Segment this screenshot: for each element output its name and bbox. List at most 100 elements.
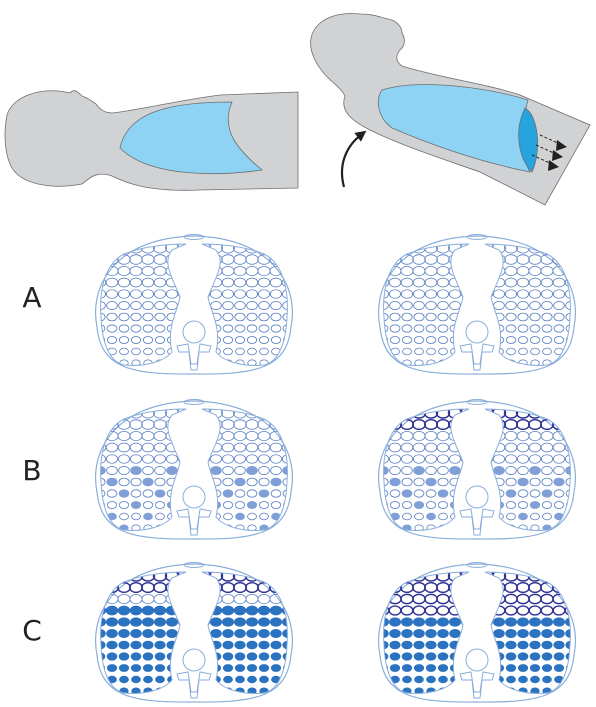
alveolus bbox=[209, 593, 223, 605]
alveolus bbox=[517, 501, 529, 509]
alveolus bbox=[281, 593, 288, 605]
vertebra-body bbox=[465, 320, 489, 344]
alveolus bbox=[129, 254, 143, 265]
alveolus bbox=[234, 301, 246, 310]
alveolus bbox=[118, 489, 130, 498]
alveolus bbox=[282, 301, 288, 310]
alveolus bbox=[516, 254, 530, 265]
alveolus bbox=[257, 409, 271, 419]
alveolus bbox=[245, 617, 258, 627]
alveolus bbox=[106, 336, 118, 344]
alveolus bbox=[100, 265, 107, 277]
alveolus bbox=[400, 442, 414, 453]
alveolus bbox=[245, 605, 259, 616]
alveolus bbox=[481, 477, 493, 487]
alveolus bbox=[259, 347, 269, 356]
alveolus bbox=[436, 244, 450, 254]
alveolus bbox=[528, 593, 542, 605]
alveolus bbox=[130, 289, 143, 299]
alveolus bbox=[413, 454, 426, 464]
left-lung-outline bbox=[100, 408, 187, 531]
alveolus bbox=[516, 617, 529, 627]
alveolus bbox=[234, 466, 246, 475]
alveolus bbox=[141, 254, 155, 265]
alveolus bbox=[105, 409, 119, 419]
alveolus bbox=[233, 605, 247, 616]
alveolus bbox=[130, 301, 142, 310]
alveoli bbox=[100, 244, 288, 366]
alveolus bbox=[389, 640, 401, 650]
alveolus bbox=[270, 664, 282, 672]
alveolus bbox=[210, 336, 222, 344]
alveolus bbox=[540, 442, 554, 453]
alveolus bbox=[245, 419, 259, 430]
alveolus bbox=[449, 312, 461, 322]
alveolus bbox=[504, 430, 518, 442]
alveolus bbox=[480, 442, 494, 453]
alveolus bbox=[269, 289, 282, 299]
alveolus bbox=[234, 629, 246, 638]
alveoli bbox=[383, 409, 571, 531]
alveolus bbox=[436, 277, 450, 288]
alveolus bbox=[246, 301, 258, 310]
sternum bbox=[466, 234, 488, 240]
alveolus bbox=[177, 605, 191, 616]
alveolus bbox=[247, 359, 257, 366]
alveolus bbox=[516, 418, 530, 431]
alveolus bbox=[436, 265, 450, 277]
alveolus bbox=[460, 430, 474, 442]
alveolus bbox=[234, 324, 246, 333]
alveolus bbox=[460, 254, 474, 265]
alveolus bbox=[235, 347, 245, 356]
alveolus bbox=[246, 640, 258, 650]
alveolus bbox=[413, 489, 425, 498]
alveolus bbox=[383, 489, 389, 498]
vertebra-body bbox=[182, 648, 206, 672]
alveolus bbox=[449, 629, 461, 638]
alveolus bbox=[117, 419, 131, 430]
alveolus bbox=[564, 418, 571, 431]
alveolus bbox=[198, 312, 210, 322]
alveolus bbox=[449, 664, 461, 672]
alveolus bbox=[234, 477, 246, 487]
alveolus bbox=[143, 675, 153, 684]
thorax-outline bbox=[95, 563, 293, 703]
alveolus bbox=[504, 593, 518, 605]
right-lung-outline bbox=[484, 243, 571, 366]
alveolus bbox=[234, 640, 246, 650]
alveolus bbox=[233, 454, 246, 464]
alveolus bbox=[563, 572, 571, 582]
alveolus bbox=[257, 419, 271, 430]
alveolus bbox=[542, 347, 552, 356]
alveolus bbox=[565, 629, 571, 638]
alveolus bbox=[529, 301, 541, 310]
alveolus bbox=[210, 289, 223, 299]
alveolus bbox=[142, 501, 154, 509]
alveolus bbox=[412, 265, 426, 277]
thorax-outline bbox=[378, 235, 576, 375]
vertebra-process bbox=[176, 508, 212, 536]
alveolus bbox=[383, 359, 388, 366]
alveolus bbox=[389, 652, 401, 661]
alveolus bbox=[152, 572, 168, 582]
alveolus bbox=[153, 409, 167, 419]
alveolus bbox=[198, 629, 210, 638]
alveolus bbox=[389, 501, 401, 509]
alveolus bbox=[389, 477, 401, 487]
alveolus bbox=[449, 336, 461, 344]
alveolus bbox=[280, 572, 288, 582]
alveolus bbox=[100, 477, 106, 487]
alveolus bbox=[100, 409, 107, 419]
thorax-outline bbox=[378, 400, 576, 540]
alveolus bbox=[153, 244, 167, 254]
vertebra-process bbox=[459, 508, 495, 536]
alveolus bbox=[425, 617, 438, 627]
alveolus bbox=[153, 605, 167, 616]
alveolus bbox=[154, 466, 166, 475]
alveolus bbox=[481, 301, 493, 310]
alveolus bbox=[552, 277, 566, 288]
alveolus bbox=[401, 312, 413, 322]
alveolus bbox=[118, 501, 130, 509]
alveolus bbox=[389, 312, 401, 322]
left-lung-outline bbox=[100, 243, 187, 366]
